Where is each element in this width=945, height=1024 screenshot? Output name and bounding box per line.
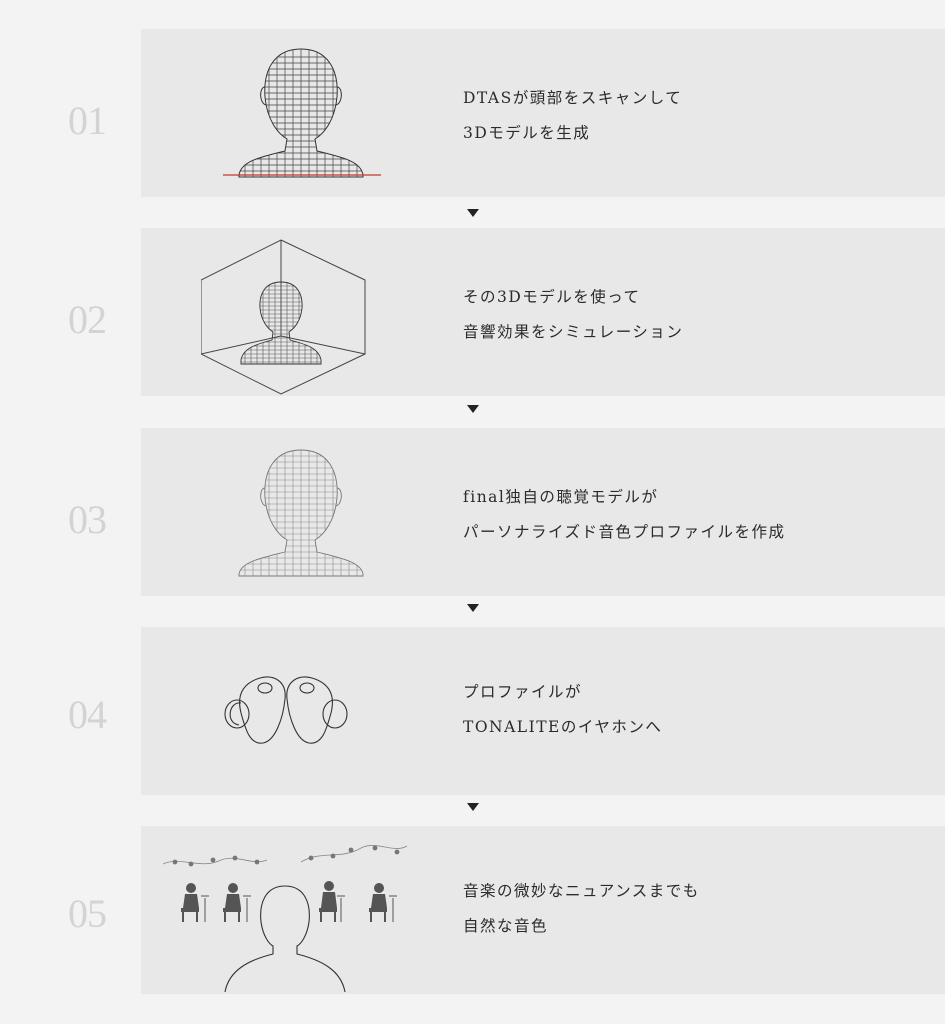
step-description: final独自の聴覚モデルが パーソナライズド音色プロファイルを作成 — [463, 480, 786, 550]
step-text-line-1: プロファイルが — [463, 683, 583, 701]
step-panel: その3Dモデルを使って 音響効果をシミュレーション — [141, 228, 945, 396]
step-number: 03 — [68, 497, 107, 542]
hearing-model-head-icon — [238, 449, 364, 577]
step-number: 05 — [68, 891, 107, 936]
step-description: プロファイルが TONALITEのイヤホンへ — [463, 675, 662, 745]
step-text-line-2: 3Dモデルを生成 — [463, 124, 591, 142]
step-text-line-1: その3Dモデルを使って — [463, 288, 641, 306]
head-scan-wireframe-icon — [223, 48, 381, 178]
step-panel: プロファイルが TONALITEのイヤホンへ — [141, 627, 945, 795]
earbuds-icon — [224, 676, 348, 744]
step-number: 01 — [68, 98, 107, 143]
step-5: 05 — [0, 826, 945, 994]
arrow-down-icon — [467, 803, 479, 811]
step-text-line-1: final独自の聴覚モデルが — [463, 488, 659, 506]
step-text-line-1: DTASが頭部をスキャンして — [463, 89, 683, 107]
step-panel: final独自の聴覚モデルが パーソナライズド音色プロファイルを作成 — [141, 428, 945, 596]
step-2: 02 その3Dモデルを使って 音響効果をシミュレーション — [0, 228, 945, 396]
step-number: 02 — [68, 297, 107, 342]
step-description: その3Dモデルを使って 音響効果をシミュレーション — [463, 280, 683, 350]
step-text-line-2: パーソナライズド音色プロファイルを作成 — [463, 523, 786, 541]
step-number: 04 — [68, 692, 107, 737]
step-description: 音楽の微妙なニュアンスまでも 自然な音色 — [463, 874, 700, 944]
step-4: 04 プロファイルが TONALITEのイヤホンへ — [0, 627, 945, 795]
step-text-line-2: 自然な音色 — [463, 917, 549, 935]
step-3: 03 final独自の聴覚モデルが パーソナライズド音色プロファイルを作成 — [0, 428, 945, 596]
arrow-down-icon — [467, 604, 479, 612]
step-text-line-2: 音響効果をシミュレーション — [463, 323, 684, 341]
step-panel: 音楽の微妙なニュアンスまでも 自然な音色 — [141, 826, 945, 994]
step-text-line-2: TONALITEのイヤホンへ — [463, 718, 663, 736]
step-description: DTASが頭部をスキャンして 3Dモデルを生成 — [463, 81, 682, 151]
step-text-line-1: 音楽の微妙なニュアンスまでも — [463, 882, 700, 900]
room-simulation-icon — [201, 239, 366, 395]
arrow-down-icon — [467, 405, 479, 413]
listener-orchestra-icon — [162, 845, 408, 993]
step-1: 01 DTASが頭部をスキャンして 3Dモデルを生成 — [0, 29, 945, 197]
arrow-down-icon — [467, 209, 479, 217]
step-panel: DTASが頭部をスキャンして 3Dモデルを生成 — [141, 29, 945, 197]
